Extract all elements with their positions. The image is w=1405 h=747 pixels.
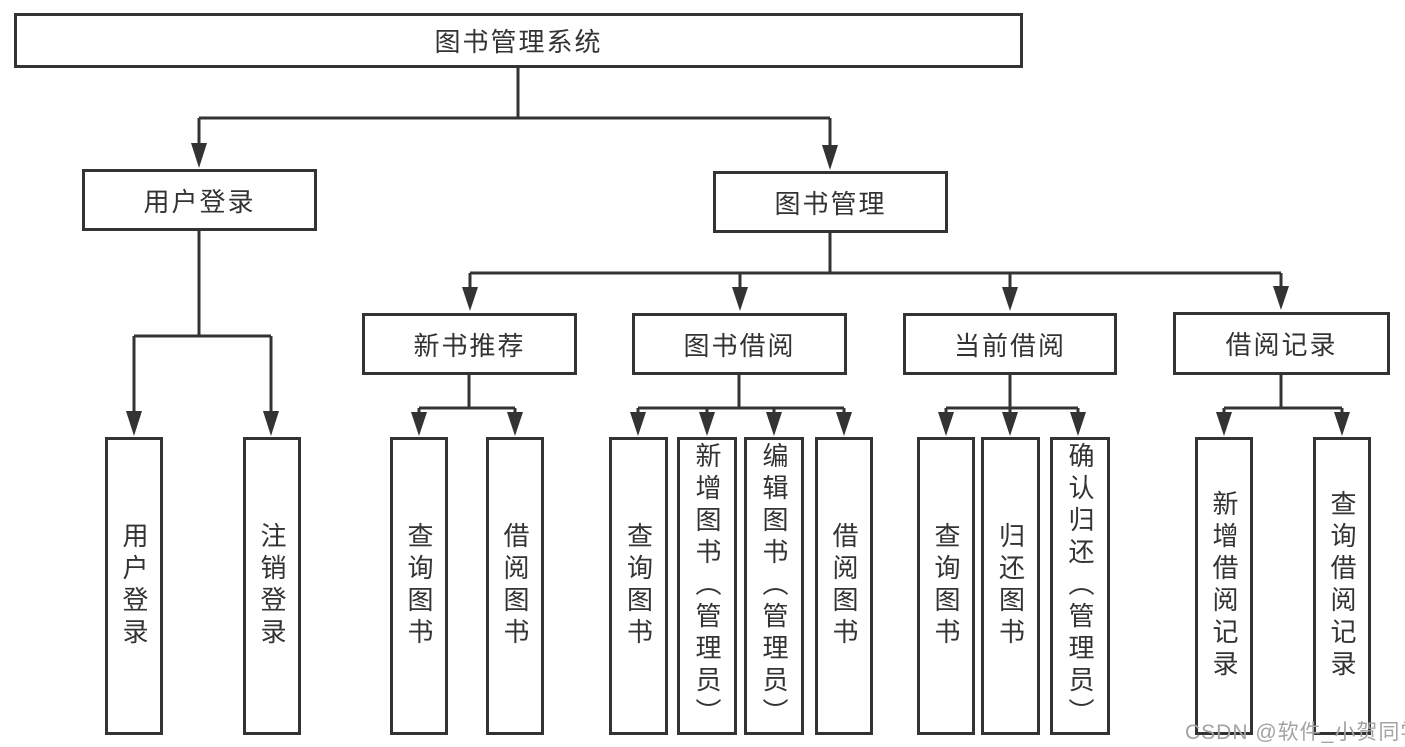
watermark: CSDN @软件_小贺同学 (1185, 721, 1405, 744)
node-book-borrow: 图书借阅 (632, 313, 847, 375)
node-label: 新增借阅记录 (1209, 490, 1239, 682)
node-label: 用户登录 (119, 522, 149, 650)
leaf-add-book-admin: 新增图书（管理员） (677, 437, 737, 735)
node-label: 归还图书 (995, 522, 1026, 650)
node-user-login: 用户登录 (82, 169, 317, 231)
node-label: 查询借阅记录 (1327, 490, 1357, 682)
node-label: 编辑图书（管理员） (759, 442, 789, 730)
node-borrow-records: 借阅记录 (1173, 312, 1390, 375)
leaf-user-login: 用户登录 (105, 437, 163, 735)
node-label: 注销登录 (257, 522, 287, 650)
node-current-borrow: 当前借阅 (903, 313, 1117, 375)
leaf-borrow-book-1: 借阅图书 (486, 437, 544, 735)
leaf-logout: 注销登录 (243, 437, 301, 735)
node-label: 查询图书 (931, 522, 961, 650)
node-label: 查询图书 (404, 522, 434, 650)
leaf-query-book-2: 查询图书 (609, 437, 668, 735)
leaf-query-book-1: 查询图书 (390, 437, 448, 735)
node-label: 借阅图书 (500, 522, 530, 650)
node-root: 图书管理系统 (14, 13, 1023, 68)
node-book-management: 图书管理 (713, 171, 948, 233)
node-label: 确认归还（管理员） (1065, 442, 1095, 730)
node-label: 新增图书（管理员） (692, 442, 722, 730)
node-label: 查询图书 (623, 522, 654, 650)
leaf-query-borrow-record: 查询借阅记录 (1313, 437, 1371, 735)
leaf-query-book-3: 查询图书 (917, 437, 975, 735)
leaf-return-book: 归还图书 (981, 437, 1040, 735)
node-new-book-recommend: 新书推荐 (362, 313, 577, 375)
leaf-add-borrow-record: 新增借阅记录 (1195, 437, 1253, 735)
node-label: 借阅图书 (829, 522, 859, 650)
leaf-edit-book-admin: 编辑图书（管理员） (744, 437, 804, 735)
leaf-confirm-return-admin: 确认归还（管理员） (1050, 437, 1110, 735)
leaf-borrow-book-2: 借阅图书 (815, 437, 873, 735)
